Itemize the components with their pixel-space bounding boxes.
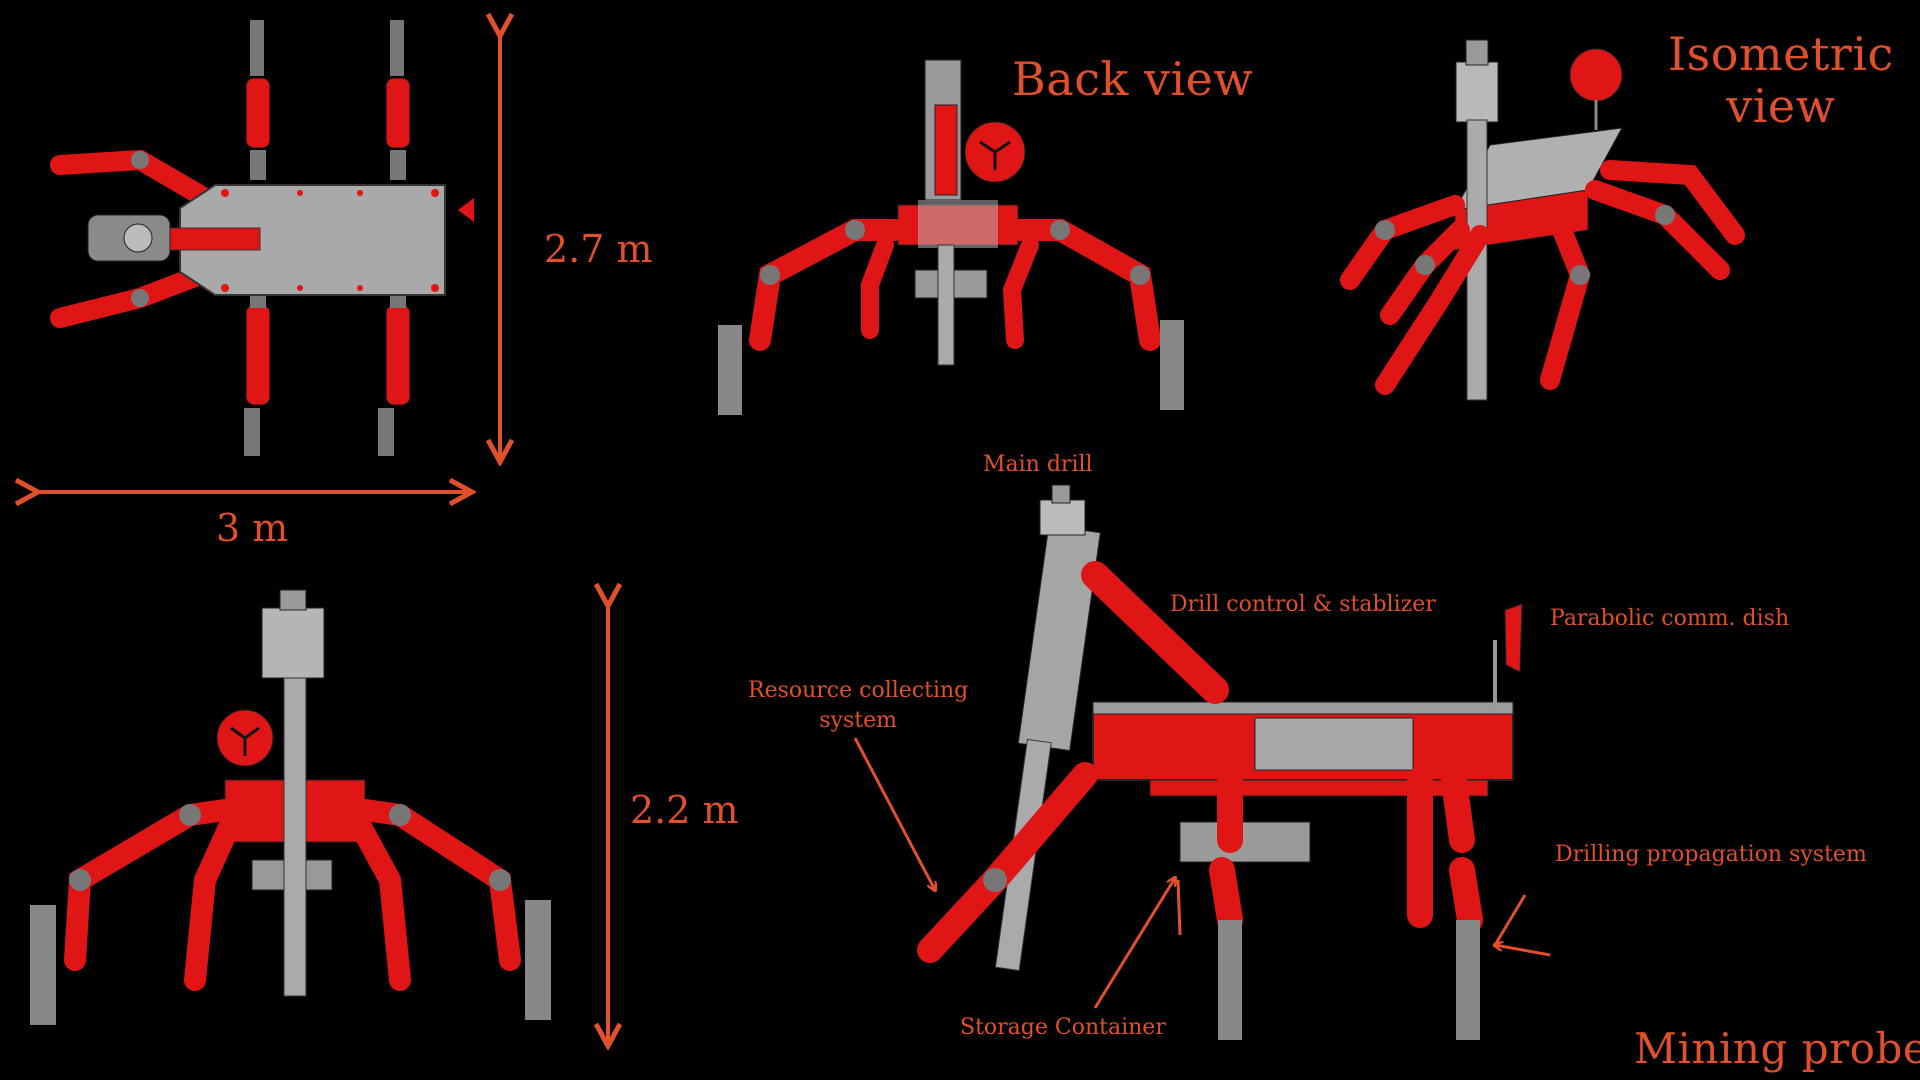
isometric-view-title: Isometric view bbox=[1668, 28, 1894, 132]
callout-arrows bbox=[853, 737, 1551, 1009]
drill-control-label: Drill control & stablizer bbox=[1170, 592, 1436, 617]
top-view bbox=[50, 20, 474, 456]
isometric-view bbox=[1340, 39, 1745, 401]
width-dimension-label: 3 m bbox=[216, 506, 289, 550]
parabolic-dish-label: Parabolic comm. dish bbox=[1550, 606, 1790, 631]
resource-collecting-label: Resource collecting system bbox=[748, 676, 968, 736]
resource-collecting-label-line2: system bbox=[819, 708, 897, 733]
back-view bbox=[718, 59, 1184, 415]
storage-arrow-2 bbox=[1176, 879, 1182, 936]
page-title: Mining probe bbox=[1634, 1024, 1920, 1073]
isometric-view-title-line2: view bbox=[1726, 79, 1836, 133]
storage-container-label: Storage Container bbox=[960, 1015, 1166, 1040]
height-dimension-label: 2.2 m bbox=[630, 788, 739, 832]
depth-dimension-label: 2.7 m bbox=[544, 227, 653, 271]
resource-collecting-label-line1: Resource collecting bbox=[748, 678, 969, 703]
drilling-propagation-label: Drilling propagation system bbox=[1555, 842, 1867, 867]
front-view bbox=[30, 589, 551, 1025]
isometric-view-title-line1: Isometric bbox=[1668, 27, 1894, 81]
back-view-title: Back view bbox=[1012, 52, 1254, 106]
side-view bbox=[917, 484, 1523, 1040]
resource-arrow bbox=[853, 737, 935, 890]
drilling-arrow-2 bbox=[1493, 894, 1527, 946]
drilling-arrow bbox=[1495, 945, 1551, 957]
main-drill-label: Main drill bbox=[983, 452, 1093, 477]
storage-arrow bbox=[1093, 878, 1175, 1009]
